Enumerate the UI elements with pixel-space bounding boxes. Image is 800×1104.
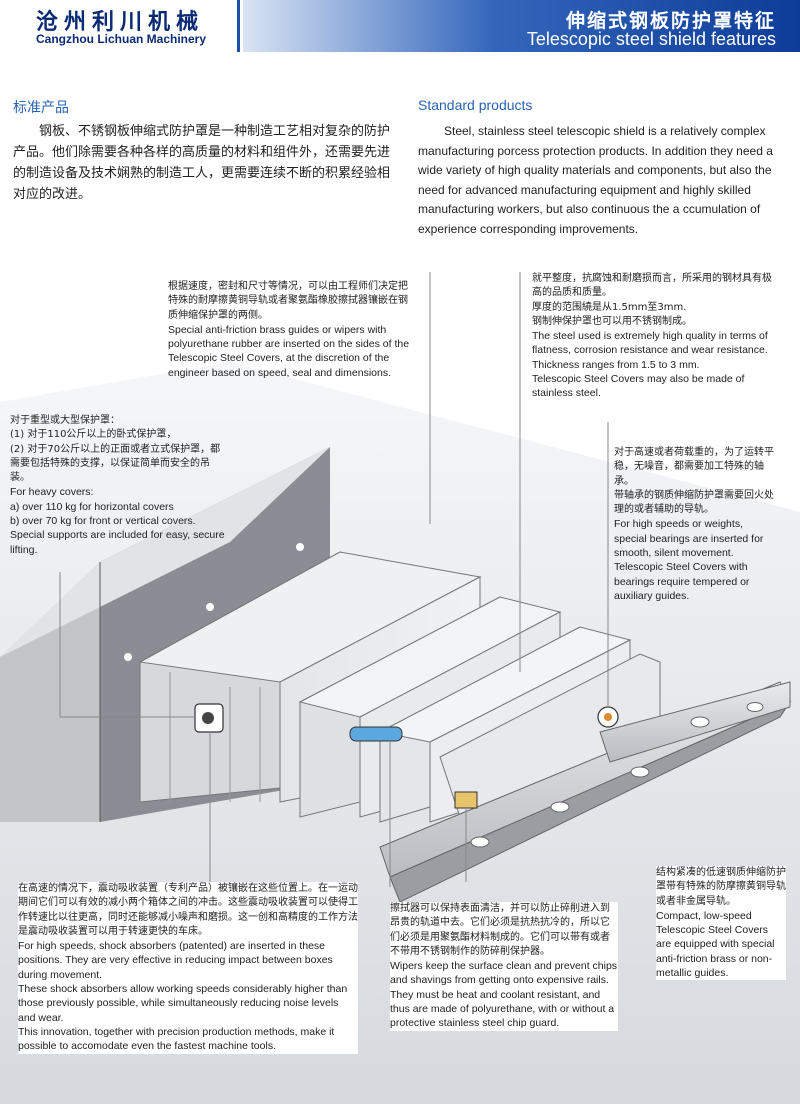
wiper-strip	[349, 726, 403, 742]
note-guides: 根据速度，密封和尺寸等情况，可以由工程师们决定把特殊的耐摩擦黄铜导轨或者聚氨酯橡…	[168, 280, 416, 380]
note-heavy-en-1: For heavy covers:	[10, 486, 94, 499]
note-heavy-cn-2: (1) 对于110公斤以上的卧式保护罩，	[10, 429, 177, 441]
brass-guide	[454, 791, 478, 809]
note-bearings: 对于高速或者荷载重的，为了运转平稳，无噪音，都需要加工特殊的轴承。 带轴承的钢质…	[614, 446, 778, 603]
note-shock-en-1: For high speeds, shock absorbers (patent…	[18, 940, 333, 981]
note-compact-en: Compact, low-speed Telescopic Steel Cove…	[656, 909, 775, 980]
note-bearings-cn-1: 对于高速或者荷载重的，为了运转平稳，无噪音，都需要加工特殊的轴承。	[614, 447, 774, 487]
company-name-en: Cangzhou Lichuan Machinery	[36, 32, 207, 46]
note-shock-cn: 在高速的情况下，震动吸收装置（专利产品）被镶嵌在这些位置上。在一运动期间它们可以…	[18, 883, 358, 937]
note-compact-cn: 结构紧凑的低速钢质伸缩防护罩带有特殊的防摩擦黄铜导轨或者非金属导轨。	[656, 867, 786, 907]
note-heavy-en-3: b) over 70 kg for front or vertical cove…	[10, 515, 196, 528]
intro-text-en: Steel, stainless steel telescopic shield…	[418, 124, 773, 236]
note-heavy: 对于重型或大型保护罩： (1) 对于110公斤以上的卧式保护罩， (2) 对于7…	[10, 414, 225, 557]
company-logo: 沧州利川机械 Cangzhou Lichuan Machinery	[0, 0, 240, 52]
note-shock: 在高速的情况下，震动吸收装置（专利产品）被镶嵌在这些位置上。在一运动期间它们可以…	[18, 882, 358, 1054]
page-title-en: Telescopic steel shield features	[526, 29, 776, 49]
intro-text-cn: 钢板、不锈钢板伸缩式防护罩是一种制造工艺相对复杂的防护产品。他们除需要各种各样的…	[13, 124, 391, 202]
page-title-cn: 伸缩式钢板防护罩特征	[565, 10, 776, 32]
note-steel: 就平整度，抗腐蚀和耐磨损而言，所采用的钢材具有极高的品质和质量。 厚度的范围繞是…	[532, 272, 780, 401]
title-banner: 伸缩式钢板防护罩特征 Telescopic steel shield featu…	[243, 0, 800, 52]
company-name-cn: 沧州利川机械	[36, 10, 205, 35]
note-heavy-cn-1: 对于重型或大型保护罩：	[10, 415, 120, 426]
note-shock-en-3: This innovation, together with precision…	[18, 1025, 335, 1053]
note-guides-cn: 根据速度，密封和尺寸等情况，可以由工程师们决定把特殊的耐摩擦黄铜导轨或者聚氨酯橡…	[168, 281, 408, 321]
note-wipers: 擦拭器可以保持表面清洁，并可以防止碎削进入到昂贵的轨道中去。它们必须是抗热抗冷的…	[390, 902, 618, 1031]
note-bearings-en-1: For high speeds or weights, special bear…	[614, 518, 764, 560]
note-steel-en-2: Thickness ranges from 1.5 to 3 mm.	[532, 358, 700, 371]
note-compact: 结构紧凑的低速钢质伸缩防护罩带有特殊的防摩擦黄铜导轨或者非金属导轨。 Compa…	[656, 866, 786, 981]
note-steel-cn-1: 就平整度，抗腐蚀和耐磨损而言，所采用的钢材具有极高的品质和质量。	[532, 273, 772, 299]
note-steel-cn-2: 厚度的范围繞是从1.5mm至3mm.	[532, 301, 687, 313]
section-title-en: Standard products	[418, 97, 533, 113]
section-title-cn: 标准产品	[13, 99, 69, 115]
note-heavy-cn-3: (2) 对于70公斤以上的正面或者立式保护罩，都需要包括特殊的支撑，以保证简单而…	[10, 443, 221, 484]
note-heavy-en-4: Special supports are included for easy, …	[10, 529, 225, 556]
note-shock-en-2: These shock absorbers allow working spee…	[18, 983, 348, 1024]
note-wipers-en-2: They must be heat and coolant resistant,…	[390, 988, 615, 1030]
note-bearings-cn-2: 带轴承的钢质伸缩防护罩需要回火处理的或者辅助的导轨。	[614, 489, 774, 516]
note-steel-en-3: Telescopic Steel Covers may also be made…	[532, 373, 745, 400]
note-steel-cn-3: 钢制伸保护罩也可以用不锈钢制成。	[532, 315, 692, 327]
note-wipers-cn: 擦拭器可以保持表面清洁，并可以防止碎削进入到昂贵的轨道中去。它们必须是抗热抗冷的…	[390, 903, 610, 957]
cover-illustration: 根据速度，密封和尺寸等情况，可以由工程师们决定把特殊的耐摩擦黄铜导轨或者聚氨酯橡…	[0, 262, 800, 1104]
note-guides-en: Special anti-friction brass guides or wi…	[168, 323, 410, 379]
page-header: 沧州利川机械 Cangzhou Lichuan Machinery 伸缩式钢板防…	[0, 0, 800, 52]
note-heavy-en-2: a) over 110 kg for horizontal covers	[10, 500, 174, 513]
note-bearings-en-2: Telescopic Steel Covers with bearings re…	[614, 561, 750, 602]
note-steel-en-1: The steel used is extremely high quality…	[532, 330, 768, 357]
note-wipers-en-1: Wipers keep the surface clean and preven…	[390, 960, 618, 987]
